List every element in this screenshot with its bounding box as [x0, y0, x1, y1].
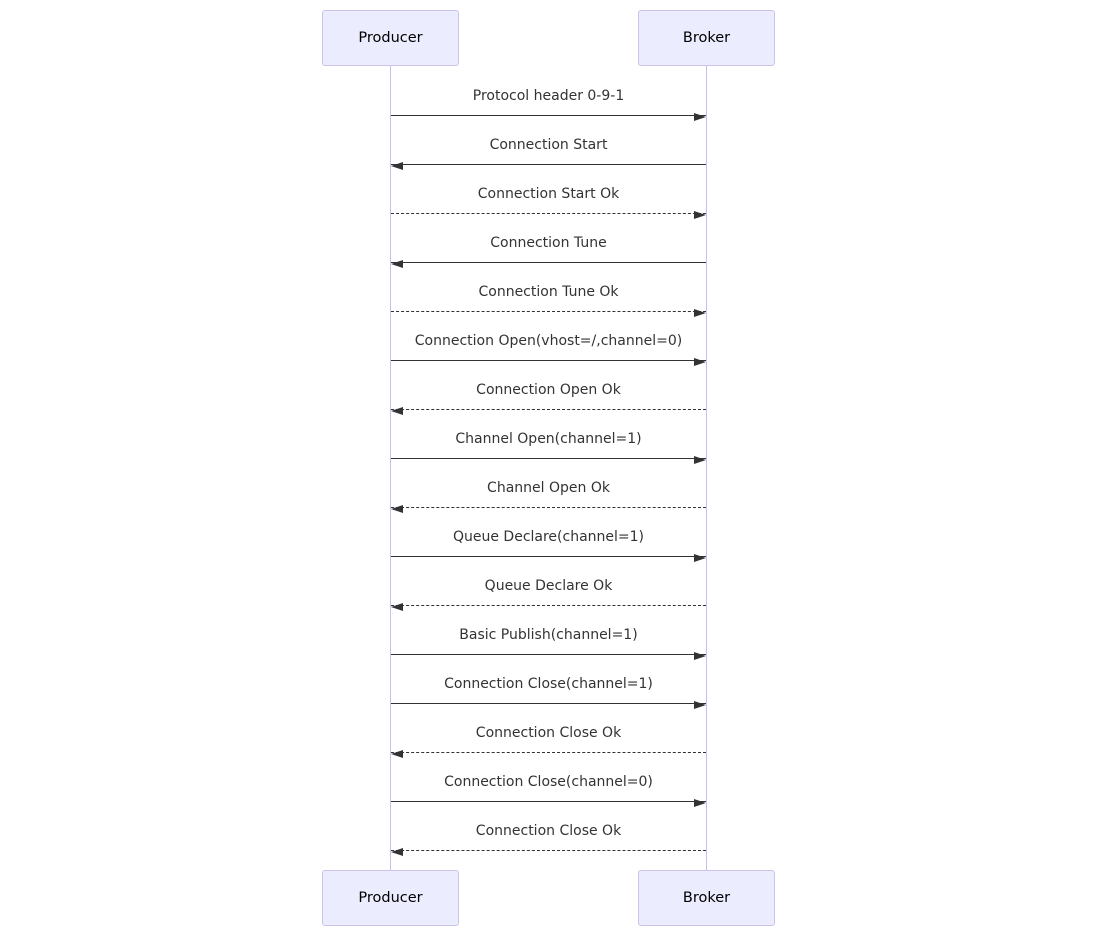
message-row: Connection Close(channel=0) — [391, 753, 706, 807]
arrowhead-left-icon — [391, 603, 403, 611]
actor-broker-bottom: Broker — [638, 870, 775, 926]
message-row: Queue Declare(channel=1) — [391, 508, 706, 562]
message-row: Connection Close Ok — [391, 704, 706, 758]
message-label: Queue Declare Ok — [484, 578, 613, 594]
message-row: Connection Start — [391, 116, 706, 170]
arrowhead-left-icon — [391, 750, 403, 758]
arrowhead-left-icon — [391, 848, 403, 856]
arrowhead-left-icon — [391, 505, 403, 513]
arrowhead-right-icon — [694, 211, 706, 219]
message-label: Connection Start — [489, 137, 608, 153]
actor-label: Broker — [682, 890, 731, 906]
message-line-solid — [391, 799, 706, 807]
message-label: Channel Open Ok — [487, 480, 610, 496]
message-line-solid — [391, 358, 706, 366]
message-label: Connection Close Ok — [475, 725, 622, 741]
message-line-solid — [391, 701, 706, 709]
message-line-solid — [391, 113, 706, 121]
message-row: Connection Tune — [391, 214, 706, 268]
message-row: Channel Open Ok — [391, 459, 706, 513]
message-row: Queue Declare Ok — [391, 557, 706, 611]
arrowhead-right-icon — [694, 309, 706, 317]
actor-label: Broker — [682, 30, 731, 46]
message-row: Connection Open Ok — [391, 361, 706, 415]
message-label: Connection Tune Ok — [478, 284, 619, 300]
message-row: Connection Open(vhost=/,channel=0) — [391, 312, 706, 366]
message-label: Protocol header 0-9-1 — [472, 88, 625, 104]
message-line-dashed — [391, 407, 706, 415]
actor-broker-top: Broker — [638, 10, 775, 66]
arrowhead-right-icon — [694, 652, 706, 660]
message-label: Queue Declare(channel=1) — [452, 529, 645, 545]
message-line-dashed — [391, 505, 706, 513]
message-label: Basic Publish(channel=1) — [459, 627, 638, 643]
actor-producer-top: Producer — [322, 10, 459, 66]
message-label: Connection Start Ok — [477, 186, 620, 202]
arrowhead-right-icon — [694, 456, 706, 464]
message-line-solid — [391, 456, 706, 464]
message-label: Connection Open(vhost=/,channel=0) — [414, 333, 683, 349]
message-line-dashed — [391, 750, 706, 758]
message-line-solid — [391, 554, 706, 562]
message-row: Channel Open(channel=1) — [391, 410, 706, 464]
message-line-dashed — [391, 211, 706, 219]
message-row: Connection Close(channel=1) — [391, 655, 706, 709]
arrowhead-left-icon — [391, 162, 403, 170]
message-line-solid — [391, 652, 706, 660]
arrowhead-right-icon — [694, 358, 706, 366]
arrowhead-right-icon — [694, 554, 706, 562]
message-label: Channel Open(channel=1) — [455, 431, 642, 447]
message-label: Connection Close(channel=0) — [444, 774, 653, 790]
actor-producer-bottom: Producer — [322, 870, 459, 926]
message-line-solid — [391, 260, 706, 268]
message-line-dashed — [391, 309, 706, 317]
message-row: Connection Tune Ok — [391, 263, 706, 317]
message-line-solid — [391, 162, 706, 170]
arrowhead-right-icon — [694, 799, 706, 807]
message-row: Basic Publish(channel=1) — [391, 606, 706, 660]
arrowhead-right-icon — [694, 701, 706, 709]
message-row: Protocol header 0-9-1 — [391, 67, 706, 121]
arrowhead-left-icon — [391, 260, 403, 268]
actor-label: Producer — [358, 890, 423, 906]
message-row: Connection Close Ok — [391, 802, 706, 856]
message-line-dashed — [391, 848, 706, 856]
message-row: Connection Start Ok — [391, 165, 706, 219]
message-label: Connection Open Ok — [476, 382, 621, 398]
arrowhead-right-icon — [694, 113, 706, 121]
lifeline-broker — [706, 66, 707, 870]
message-label: Connection Close(channel=1) — [444, 676, 653, 692]
message-label: Connection Tune — [490, 235, 607, 251]
message-line-dashed — [391, 603, 706, 611]
actor-label: Producer — [358, 30, 423, 46]
arrowhead-left-icon — [391, 407, 403, 415]
message-label: Connection Close Ok — [475, 823, 622, 839]
lifeline-producer — [390, 66, 391, 870]
